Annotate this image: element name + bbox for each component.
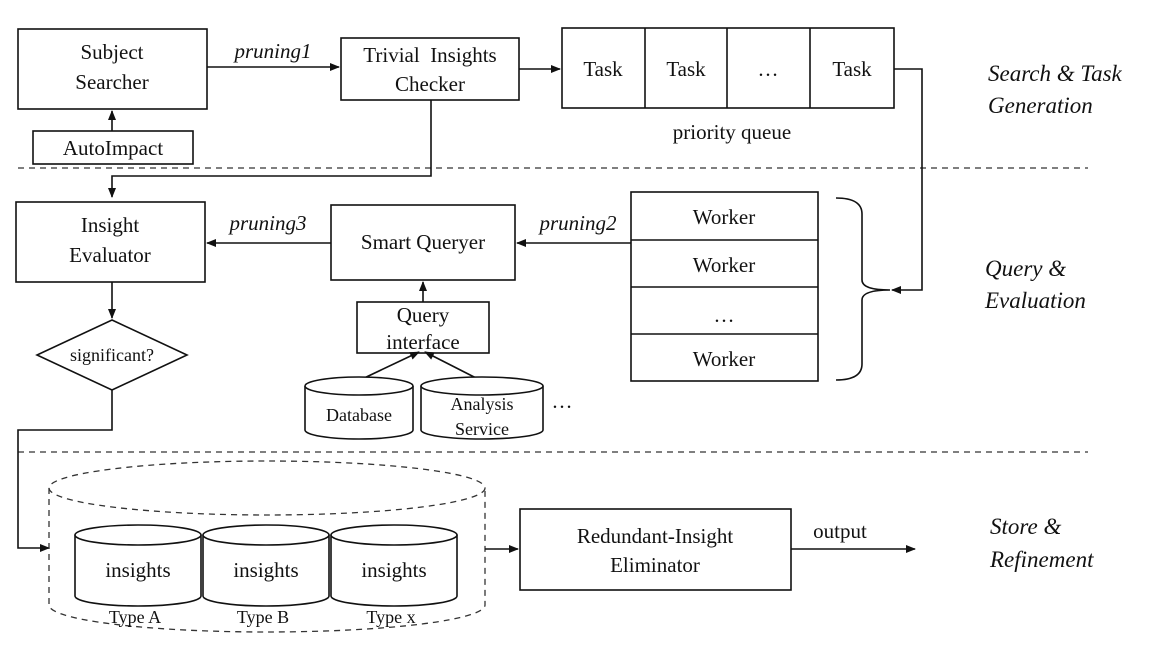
database-label: Database — [326, 405, 392, 425]
smart-queryer-box: Smart Queryer — [330, 204, 516, 281]
priority-queue: Task Task … Task — [561, 27, 895, 109]
section-label-search-1: Search & Task — [988, 61, 1123, 86]
service-to-interface-arrow — [424, 351, 481, 381]
insights-b-label: insights — [233, 558, 298, 582]
queue-task-2: Task — [666, 57, 706, 81]
type-b-label: Type B — [237, 607, 289, 627]
insights-type-a-cylinder: insights — [74, 524, 202, 607]
insights-type-b-cylinder: insights — [202, 524, 330, 607]
worker-1: Worker — [693, 205, 755, 229]
smart-queryer-label: Smart Queryer — [361, 230, 485, 254]
subject-searcher-label-2: Searcher — [75, 70, 148, 94]
subject-searcher-label-1: Subject — [81, 40, 144, 64]
worker-n: Worker — [693, 347, 755, 371]
pruning2-label: pruning2 — [537, 211, 617, 235]
trivial-checker-label-2: Checker — [395, 72, 465, 96]
database-cylinder: Database — [304, 376, 414, 440]
insights-a-label: insights — [105, 558, 170, 582]
queue-ellipsis: … — [758, 57, 779, 81]
database-to-interface-arrow — [359, 351, 420, 381]
more-services-ellipsis: … — [552, 389, 573, 413]
insight-evaluator-label-1: Insight — [81, 213, 140, 237]
redundant-insight-eliminator-box: Redundant-Insight Eliminator — [519, 508, 792, 591]
priority-queue-label: priority queue — [673, 120, 791, 144]
analysis-service-cylinder: Analysis Service — [420, 376, 544, 440]
insights-type-x-cylinder: insights — [330, 524, 458, 607]
pruning3-label: pruning3 — [227, 211, 306, 235]
significant-label: significant? — [70, 345, 154, 365]
autoimpact-label: AutoImpact — [63, 136, 163, 160]
insights-x-label: insights — [361, 558, 426, 582]
pruning1-label: pruning1 — [232, 39, 311, 63]
type-a-label: Type A — [109, 607, 161, 627]
query-interface-box: Query interface — [356, 301, 490, 354]
worker-2: Worker — [693, 253, 755, 277]
autoimpact-box: AutoImpact — [32, 130, 194, 165]
checker-to-evaluator-arrow — [108, 100, 432, 198]
eliminator-label-2: Eliminator — [610, 553, 700, 577]
eliminator-label-1: Redundant-Insight — [577, 524, 733, 548]
analysis-service-label-2: Service — [455, 419, 509, 439]
worker-pool: Worker Worker … Worker — [630, 191, 819, 382]
analysis-service-label-1: Analysis — [451, 394, 514, 414]
worker-ellipsis: … — [714, 303, 735, 327]
insight-store — [48, 460, 486, 633]
significant-decision: significant? — [35, 319, 189, 391]
query-interface-label-2: interface — [386, 330, 459, 354]
queue-to-workers-arrow — [891, 68, 923, 294]
query-interface-label-1: Query — [397, 303, 450, 327]
trivial-insights-checker-box: Trivial Insights Checker — [340, 37, 520, 101]
queue-task-n: Task — [832, 57, 872, 81]
output-label: output — [813, 519, 867, 543]
decision-to-store-arrow — [17, 390, 113, 552]
type-x-label: Type x — [366, 607, 415, 627]
section-label-search-2: Generation — [988, 93, 1093, 118]
queue-task-1: Task — [583, 57, 623, 81]
section-label-query-1: Query & — [985, 256, 1066, 281]
section-label-store-2: Refinement — [989, 547, 1094, 572]
insight-evaluator-label-2: Evaluator — [69, 243, 151, 267]
workers-brace — [835, 197, 891, 381]
insight-evaluator-box: Insight Evaluator — [15, 201, 206, 283]
section-label-store-1: Store & — [990, 514, 1061, 539]
section-label-query-2: Evaluation — [984, 288, 1086, 313]
trivial-checker-label-1: Trivial Insights — [363, 43, 496, 67]
subject-searcher-box: Subject Searcher — [17, 28, 208, 110]
